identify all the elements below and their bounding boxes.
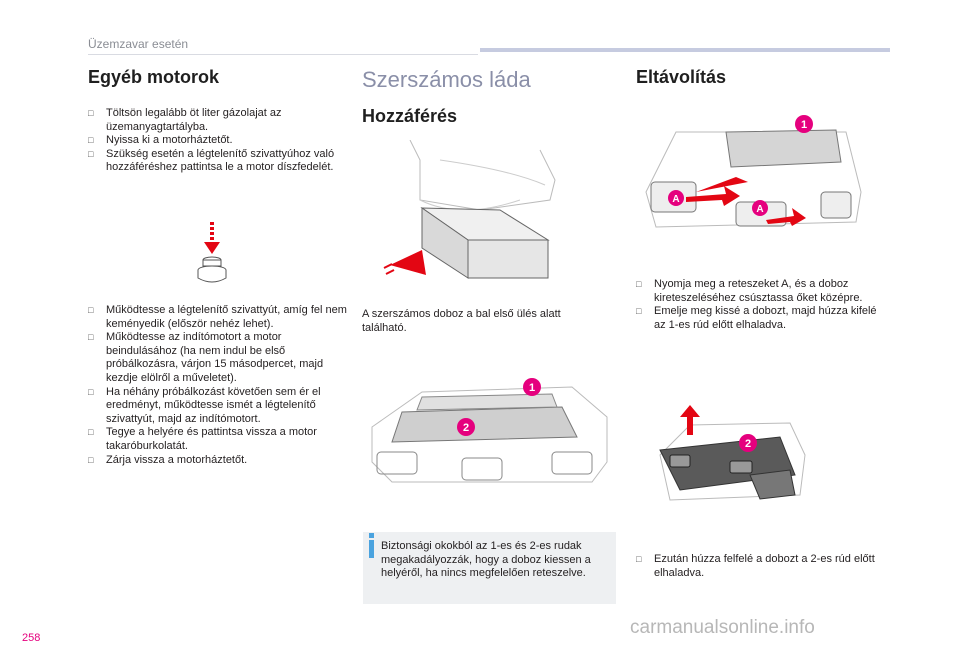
watermark: carmanualsonline.info	[630, 617, 815, 638]
toolbox-location-text: A szerszámos doboz a bal első ülés alatt…	[362, 308, 561, 334]
heading-removal: Eltávolítás	[636, 67, 727, 87]
list-item: Töltsön legalább öt liter gázolajat az ü…	[88, 107, 343, 134]
svg-text:2: 2	[463, 422, 469, 434]
list-item: Tegye a helyére és pattintsa vissza a mo…	[88, 426, 348, 453]
list-item: Zárja vissza a motorháztetőt.	[88, 454, 348, 468]
heading-other-engines: Egyéb motorok	[88, 67, 220, 87]
instruction-list-1: Töltsön legalább öt liter gázolajat az ü…	[88, 107, 343, 175]
safety-note-text: Biztonsági okokból az 1-es és 2-es rudak…	[381, 540, 591, 580]
arrow-up-icon	[680, 405, 700, 435]
arrow-icon	[686, 177, 806, 226]
lift-box-illustration: 2	[659, 405, 806, 501]
badge-1-icon: 1	[523, 378, 541, 396]
badge-1-icon: 1	[795, 115, 813, 133]
instruction-list-2: Működtesse a légtelenítő szivattyút, amí…	[88, 304, 348, 467]
badge-a-icon: A	[668, 190, 684, 206]
list-item: Emelje meg kissé a dobozt, majd húzza ki…	[636, 305, 891, 332]
badge-2-icon: 2	[457, 418, 475, 436]
list-item: Ha néhány próbálkozást követően sem ér e…	[88, 386, 348, 427]
section-header: Üzemzavar esetén	[88, 37, 189, 51]
page-number: 258	[22, 632, 41, 644]
list-item: Nyissa ki a motorháztetőt.	[88, 134, 343, 148]
svg-text:1: 1	[529, 382, 535, 394]
seat-toolbox-illustration	[383, 140, 556, 279]
header-divider	[88, 54, 478, 55]
badge-a-icon: A	[752, 200, 768, 216]
arrow-icon	[383, 250, 426, 275]
svg-text:A: A	[756, 204, 763, 215]
list-item: Működtesse az indítómotort a motor beind…	[88, 331, 348, 385]
safety-note: Biztonsági okokból az 1-es és 2-es rudak…	[363, 532, 616, 604]
heading-access: Hozzáférés	[362, 106, 458, 126]
latch-release-illustration: 1 A A	[645, 115, 862, 228]
removal-list-2: Ezután húzza felfelé a dobozt a 2-es rúd…	[636, 553, 886, 580]
toolbox-rods-illustration: 1 2	[371, 378, 608, 483]
list-item: Szükség esetén a légtelenítő szivattyúho…	[88, 148, 343, 175]
info-icon	[369, 533, 374, 558]
svg-text:A: A	[672, 194, 679, 205]
svg-text:2: 2	[745, 438, 751, 450]
heading-toolbox: Szerszámos láda	[362, 67, 531, 92]
list-item: Nyomja meg a reteszeket A, és a doboz ki…	[636, 278, 891, 305]
badge-2-icon: 2	[739, 434, 757, 452]
bleed-pump-illustration	[197, 222, 227, 283]
list-item: Működtesse a légtelenítő szivattyút, amí…	[88, 304, 348, 331]
svg-text:1: 1	[801, 119, 807, 131]
header-accent-bar	[480, 48, 890, 52]
list-item: Ezután húzza felfelé a dobozt a 2-es rúd…	[636, 553, 886, 580]
removal-list-1: Nyomja meg a reteszeket A, és a doboz ki…	[636, 278, 891, 332]
arrow-down-icon	[204, 222, 220, 254]
